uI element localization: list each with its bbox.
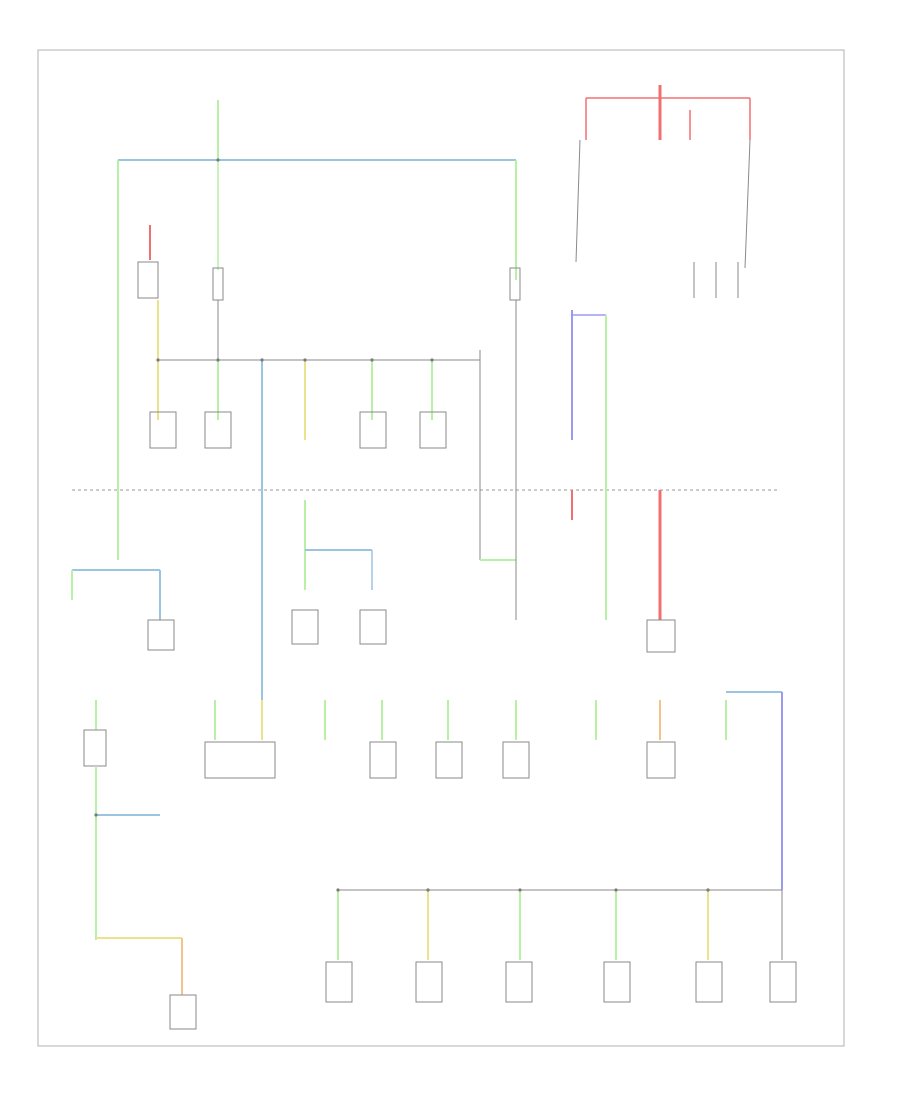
bottom-bus-drops [337,890,783,960]
left-lower-column [83,700,197,1030]
left-relay [137,225,159,360]
top-left-feed [117,100,521,560]
middle-center [291,500,387,645]
bottom-components [325,961,797,1003]
upper-bus-drops [157,360,433,700]
lower-row-components [204,741,676,779]
lower-row-drops [214,691,783,890]
middle-right [480,300,676,653]
diagram-border [37,49,845,1047]
upper-components [149,411,447,449]
junction-dots [94,158,710,892]
middle-left [71,569,175,651]
top-right-cluster [571,85,751,620]
